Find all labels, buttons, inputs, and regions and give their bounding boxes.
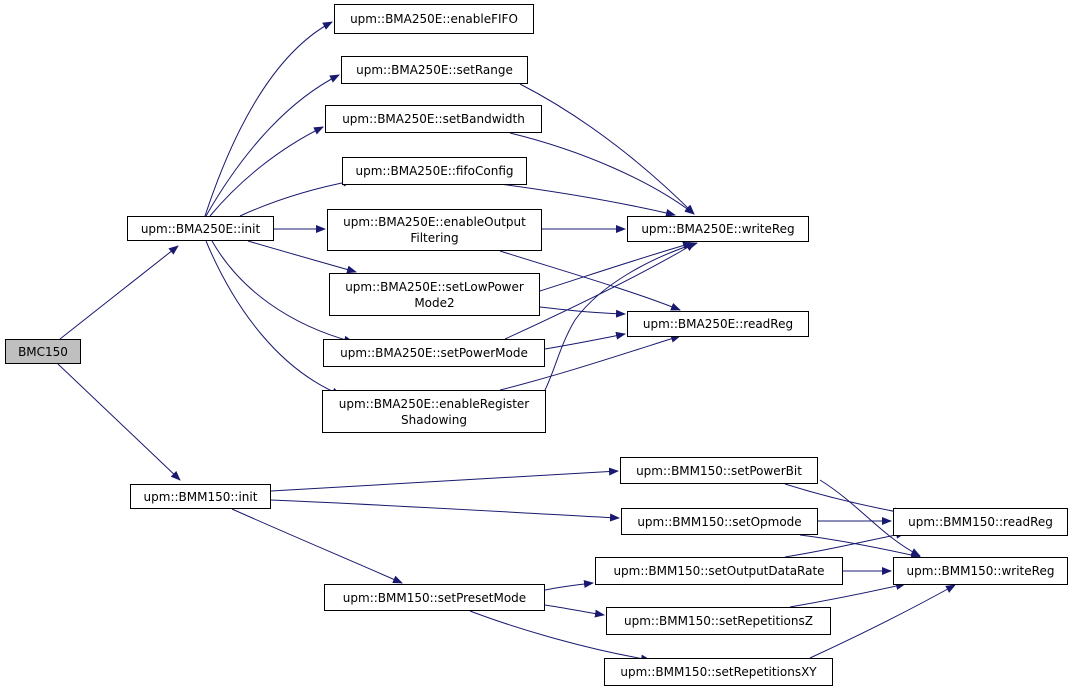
edge-bma-init-to-bma-setPowerMode xyxy=(211,240,354,344)
node-bma250e-setrange[interactable]: upm::BMA250E::setRange xyxy=(341,56,528,84)
edge-bmm-setRepetitionsZ-to-bmm-writeReg xyxy=(789,582,906,608)
edge-bma-enableRegisterShadowing-to-bma-readReg xyxy=(499,334,681,391)
node-bmm150-setoutputdatarate[interactable]: upm::BMM150::setOutputDataRate xyxy=(595,557,843,585)
node-bmm150-writereg[interactable]: upm::BMM150::writeReg xyxy=(893,557,1068,585)
node-bmm150-init[interactable]: upm::BMM150::init xyxy=(130,484,271,509)
node-bma250e-enableoutputfiltering[interactable]: upm::BMA250E::enableOutput Filtering xyxy=(327,209,542,251)
node-label: upm::BMM150::setPresetMode xyxy=(342,590,527,605)
node-label: upm::BMM150::setRepetitionsXY xyxy=(620,665,817,679)
node-bma250e-enableregistershadowing[interactable]: upm::BMA250E::enableRegister Shadowing xyxy=(322,390,546,433)
node-bma250e-readreg[interactable]: upm::BMA250E::readReg xyxy=(627,311,809,337)
node-label: upm::BMM150::setPowerBit xyxy=(636,463,802,478)
edge-bmc150-to-bma-init xyxy=(59,245,179,340)
node-label: upm::BMA250E::setBandwidth xyxy=(342,112,525,126)
edge-bma-enableRegisterShadowing-to-bma-writeReg xyxy=(544,241,698,391)
node-label: upm::BMA250E::setPowerMode xyxy=(340,346,528,360)
edge-bma-setRange-to-bma-writeReg xyxy=(519,83,695,215)
node-bmm150-setpresetmode[interactable]: upm::BMM150::setPresetMode xyxy=(324,584,545,611)
edge-bma-setBandwidth-to-bma-writeReg xyxy=(509,132,695,215)
edge-bma-setPowerMode-to-bma-writeReg xyxy=(504,242,696,340)
edge-bmm-setPresetMode-to-bmm-setRepetitionsXY xyxy=(469,610,651,663)
node-bma250e-setbandwidth[interactable]: upm::BMA250E::setBandwidth xyxy=(325,105,542,133)
node-bma250e-fifoconfig[interactable]: upm::BMA250E::fifoConfig xyxy=(342,157,527,185)
node-label-line-1: upm::BMA250E::enableRegister xyxy=(338,396,530,411)
edge-bma-init-to-bma-fifoConfig xyxy=(239,178,353,217)
edge-bmm-setPresetMode-to-bmm-setRepetitionsZ xyxy=(544,604,605,618)
edge-bmm-init-to-bmm-setPresetMode xyxy=(231,508,403,584)
node-label: upm::BMM150::setOpmode xyxy=(637,514,802,529)
node-bmm150-readreg[interactable]: upm::BMM150::readReg xyxy=(893,508,1068,536)
edge-bma-init-to-bma-setBandwidth xyxy=(209,126,324,217)
node-label: upm::BMA250E::readReg xyxy=(642,317,794,331)
node-label: upm::BMM150::init xyxy=(143,489,258,504)
edge-bmm-setPowerBit-to-bmm-writeReg xyxy=(819,479,921,557)
node-bmc150: BMC150 xyxy=(5,339,81,364)
node-bma250e-setlowpowermode2[interactable]: upm::BMA250E::setLowPower Mode2 xyxy=(329,273,540,316)
node-bmm150-setrepetitionsz[interactable]: upm::BMM150::setRepetitionsZ xyxy=(606,607,831,635)
edge-bma-setPowerMode-to-bma-readReg xyxy=(544,331,626,350)
edge-bma-setLowPowerMode2-to-bma-writeReg xyxy=(539,241,693,292)
node-bma250e-writereg[interactable]: upm::BMA250E::writeReg xyxy=(627,216,809,242)
edge-bma-enableOutputFiltering-to-bma-readReg xyxy=(499,250,681,311)
node-bmm150-setrepetitionsxy[interactable]: upm::BMM150::setRepetitionsXY xyxy=(604,658,833,686)
node-label-line-2: Shadowing xyxy=(401,412,467,427)
node-label: upm::BMA250E::enableFIFO xyxy=(350,12,518,26)
node-bma250e-init[interactable]: upm::BMA250E::init xyxy=(127,216,274,241)
node-bmm150-setopmode[interactable]: upm::BMM150::setOpmode xyxy=(621,508,818,535)
edge-bmm-setOpmode-to-bmm-writeReg xyxy=(799,534,921,559)
node-label: upm::BMA250E::fifoConfig xyxy=(355,164,514,178)
node-bma250e-setpowermode[interactable]: upm::BMA250E::setPowerMode xyxy=(323,339,545,367)
node-label: upm::BMM150::setRepetitionsZ xyxy=(624,614,813,628)
node-label-line-1: upm::BMA250E::enableOutput xyxy=(343,215,526,229)
edge-bma-setLowPowerMode2-to-bma-readReg xyxy=(539,306,626,318)
edge-bma-init-to-bma-enableFIFO xyxy=(204,21,333,217)
edge-bma-fifoConfig-to-bma-writeReg xyxy=(499,183,676,217)
edge-bma-init-to-bma-enableRegisterShadowing xyxy=(205,240,342,396)
node-label-line-2: Filtering xyxy=(410,231,459,245)
node-label: upm::BMA250E::writeReg xyxy=(641,222,795,236)
node-label-line-1: upm::BMA250E::setLowPower xyxy=(345,279,524,294)
node-label: upm::BMA250E::setRange xyxy=(356,63,513,77)
edge-bmc150-to-bmm-init xyxy=(57,363,181,481)
node-bmm150-setpowerbit[interactable]: upm::BMM150::setPowerBit xyxy=(620,457,818,484)
node-label: BMC150 xyxy=(18,344,68,359)
node-label: upm::BMM150::writeReg xyxy=(906,564,1055,578)
edge-bma-init-to-bma-setLowPowerMode2 xyxy=(247,240,357,274)
edge-bmm-init-to-bmm-setPowerBit xyxy=(270,467,619,492)
edge-bma-init-to-bma-setRange xyxy=(205,74,340,217)
node-label: upm::BMA250E::init xyxy=(140,221,261,236)
node-label: upm::BMM150::setOutputDataRate xyxy=(613,564,825,578)
node-label-line-2: Mode2 xyxy=(414,295,455,310)
node-label: upm::BMM150::readReg xyxy=(908,515,1053,529)
edge-bmm-init-to-bmm-setOpmode xyxy=(270,499,620,522)
edge-bmm-setPresetMode-to-bmm-setOutputDataRate xyxy=(544,580,594,591)
edge-bmm-setPowerBit-to-bmm-readReg xyxy=(784,483,904,516)
edge-bmm-setRepetitionsXY-to-bmm-writeReg xyxy=(809,584,956,659)
edge-bmm-setOutputDataRate-to-bmm-readReg xyxy=(784,530,906,558)
node-bma250e-enablefifo[interactable]: upm::BMA250E::enableFIFO xyxy=(334,4,534,34)
